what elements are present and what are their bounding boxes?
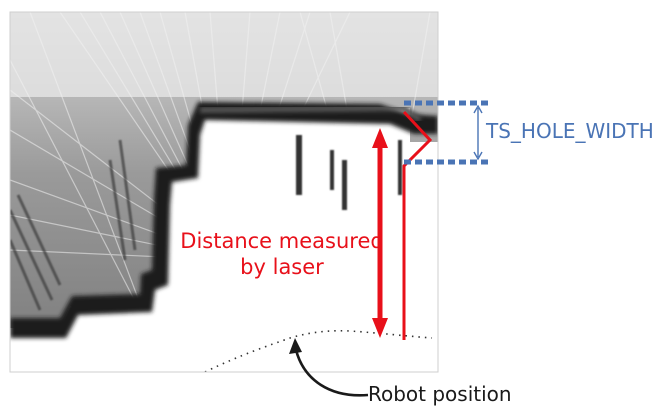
- curved-arrow-icon: [289, 338, 369, 397]
- laser-distance-arrow: [372, 128, 388, 338]
- wall-outline: [10, 102, 438, 338]
- robot-position-label: Robot position: [368, 382, 512, 406]
- map-frame: [9, 11, 439, 373]
- ts-hole-width-marker: [404, 100, 492, 165]
- laser-hole-path: [402, 110, 433, 340]
- map-image: [10, 12, 438, 372]
- ts-hole-width-label: TS_HOLE_WIDTH: [486, 119, 654, 143]
- distance-label: Distance measured by laser: [180, 229, 384, 279]
